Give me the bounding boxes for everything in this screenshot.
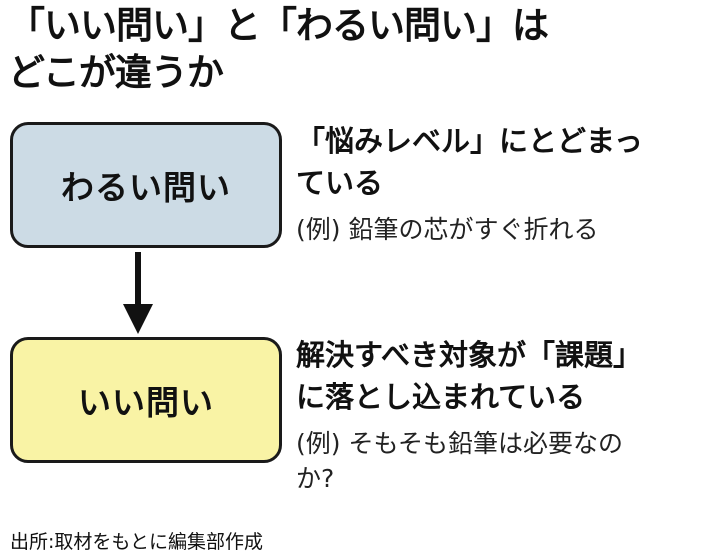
bad-question-description: 「悩みレベル」にとどまっている — [296, 124, 643, 201]
good-question-box: いい問い — [10, 337, 282, 463]
bad-question-example: (例) 鉛筆の芯がすぐ折れる — [296, 215, 599, 245]
good-question-text: 解決すべき対象が「課題」に落とし込まれている (例) そもそも鉛筆は必要なのか? — [296, 334, 708, 496]
page-title: 「いい問い」と「わるい問い」は どこが違うか — [8, 2, 549, 97]
bad-question-box: わるい問い — [10, 122, 282, 248]
good-question-example: (例) そもそも鉛筆は必要なのか? — [296, 429, 623, 494]
bad-question-label: わるい問い — [61, 168, 231, 207]
title-line-2: どこが違うか — [8, 51, 224, 95]
good-question-label: いい問い — [78, 383, 214, 422]
bad-question-text: 「悩みレベル」にとどまっている (例) 鉛筆の芯がすぐ折れる — [296, 120, 708, 247]
source-note: 出所:取材をもとに編集部作成 — [10, 531, 264, 553]
good-question-description: 解決すべき対象が「課題」に落とし込まれている — [296, 338, 642, 415]
title-line-1: 「いい問い」と「わるい問い」は — [8, 4, 549, 47]
down-arrow-icon — [123, 252, 153, 334]
